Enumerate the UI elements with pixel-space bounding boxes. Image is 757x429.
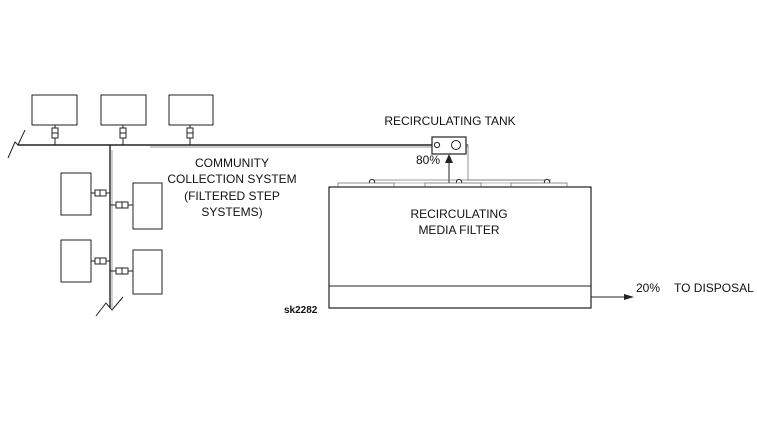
house-top-3 [168,94,214,126]
filter-label-2: MEDIA FILTER [418,223,499,237]
recirc-percent: 80% [416,153,440,167]
collection-label-3: (FILTERED STEP [184,189,280,203]
tank-port-small-icon [433,141,441,149]
house-left-2 [60,239,92,283]
drawing-id: sk2282 [284,305,318,316]
collection-label-2: COLLECTION SYSTEM [167,172,296,186]
filter-cover-1 [337,182,395,188]
house-top-2 [100,94,147,126]
line-break-bottom-icon [95,296,124,317]
disposal-label: TO DISPOSAL [674,281,754,295]
collection-label-1: COMMUNITY [195,156,269,170]
filter-cover-2 [424,182,482,188]
recirc-arrow-icon [445,154,453,163]
house-right-1 [132,182,163,230]
recirculating-tank-label: RECIRCULATING TANK [384,114,515,128]
media-filter [328,186,592,309]
collection-label-4: SYSTEMS) [201,205,262,219]
house-right-2 [132,249,163,295]
disposal-arrow-icon [624,294,634,300]
house-left-1 [60,172,92,216]
tank-port-large-icon [451,140,461,150]
house-top-1 [31,94,78,126]
disposal-percent: 20% [636,281,660,295]
tank-outlet-line [466,144,551,181]
filter-label-1: RECIRCULATING [410,207,507,221]
line-break-left-icon [7,129,26,159]
filter-cover-3 [510,182,568,188]
